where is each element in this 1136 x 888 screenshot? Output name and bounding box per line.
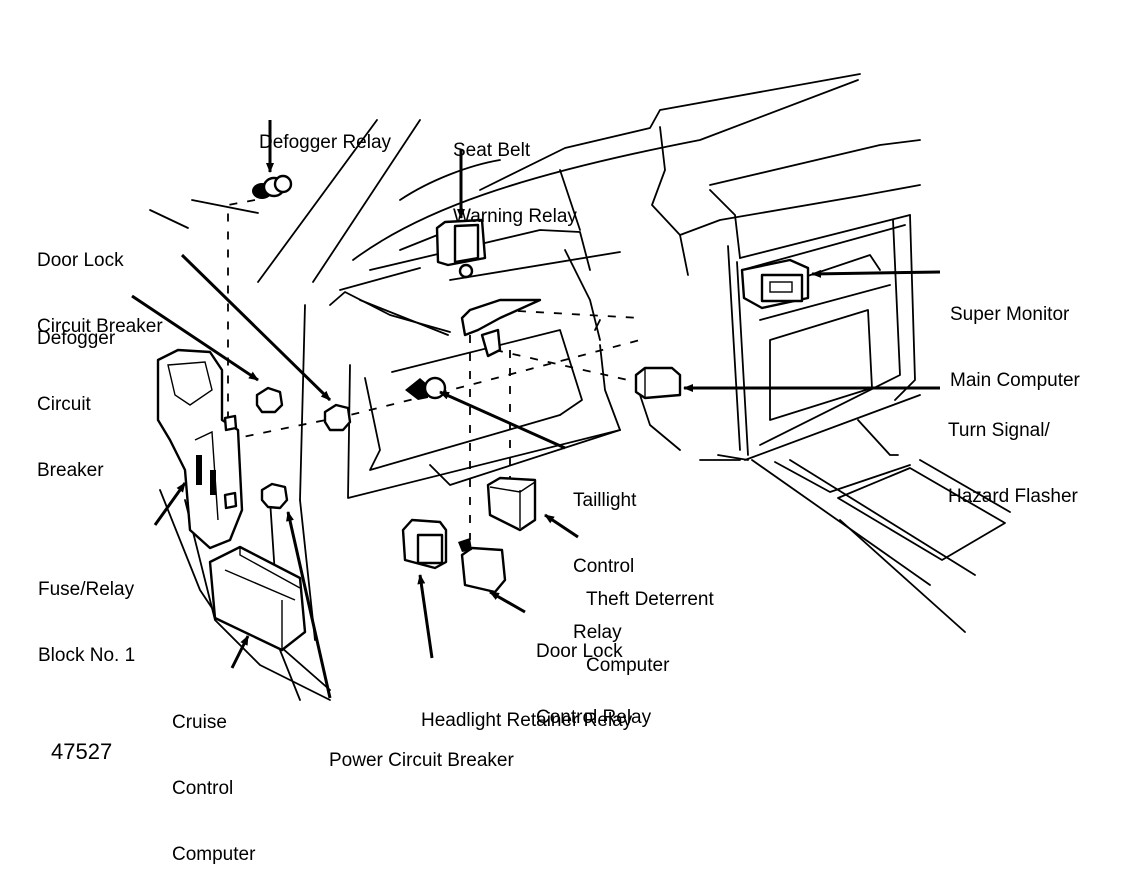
label-turn-signal-hazard-flasher: Turn Signal/ Hazard Flasher (948, 420, 1078, 507)
turn-signal-hazard-flasher-part (634, 366, 682, 400)
label-taillight-control-relay: Taillight Control Relay (573, 490, 637, 643)
theft-deterrent-computer-part (486, 476, 537, 532)
defogger-circuit-breaker-part (255, 386, 284, 414)
arrow-headlight-retainer (417, 574, 434, 659)
dashboard-diagram (131, 73, 1011, 701)
label-door-lock-control-relay: Door Lock Control Relay (536, 641, 652, 728)
label-defogger-relay: Defogger Relay (259, 132, 392, 153)
arrow-taillight-relay (439, 390, 566, 450)
cruise-control-computer-part (208, 545, 307, 652)
door-lock-control-relay-part (458, 538, 507, 594)
arrow-defogger-circuit-breaker (131, 294, 259, 382)
label-power-circuit-breaker: Power Circuit Breaker (329, 750, 514, 771)
arrow-fuse-relay-block (153, 482, 187, 526)
arrow-theft-deterrent (544, 513, 579, 539)
arrow-power-circuit-breaker (286, 511, 332, 699)
taillight-control-relay-part (405, 376, 447, 400)
label-door-lock-circuit-breaker: Door Lock Circuit Breaker (37, 250, 163, 337)
bracket-part (460, 298, 542, 358)
defogger-relay-part (252, 174, 293, 199)
power-circuit-breaker-part (260, 482, 289, 510)
label-seat-belt-warning-relay: Seat Belt Warning Relay (453, 140, 577, 227)
leader-arrows (131, 120, 941, 699)
arrow-door-lock-circuit-breaker (180, 253, 332, 402)
super-monitor-main-computer-part (740, 258, 810, 310)
fuse-relay-block-part (156, 348, 244, 550)
dashboard-outline (149, 73, 1011, 701)
label-theft-deterrent-computer: Theft Deterrent Computer (586, 589, 714, 676)
label-super-monitor-main-computer: Super Monitor Main Computer (950, 304, 1080, 391)
arrow-door-lock-control-relay (489, 590, 526, 614)
label-fuse-relay-block: Fuse/Relay Block No. 1 (38, 579, 136, 666)
figure-number: 47527 (51, 739, 113, 764)
arrow-cruise-control (230, 635, 250, 669)
arrow-super-monitor (811, 269, 941, 278)
door-lock-circuit-breaker-part (323, 403, 352, 432)
headlight-retainer-relay-part (401, 518, 448, 570)
label-cruise-control-computer: Cruise Control Computer (172, 712, 256, 865)
label-headlight-retainer-relay: Headlight Retainer Relay (421, 710, 633, 731)
label-defogger-circuit-breaker: Defogger Circuit Breaker (37, 328, 116, 481)
seat-belt-warning-relay-part (435, 218, 487, 279)
